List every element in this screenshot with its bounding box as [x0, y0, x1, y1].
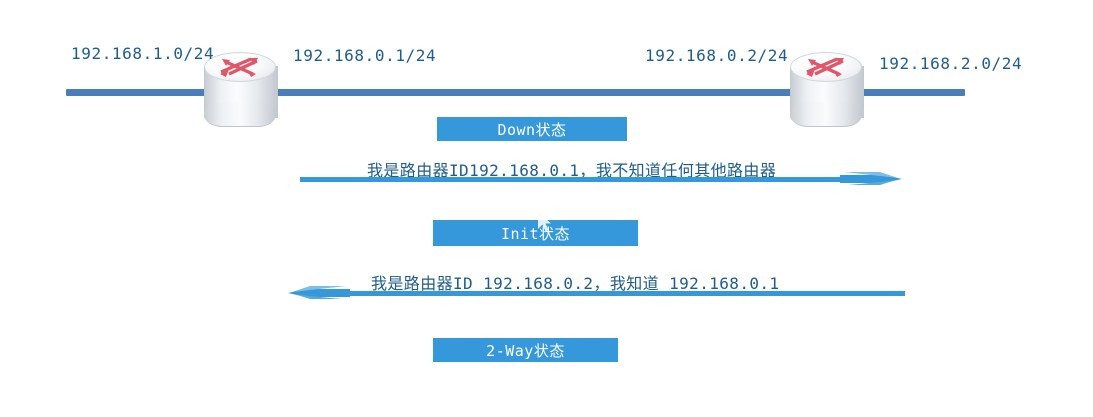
network-backbone-line [66, 89, 965, 96]
arrow-left-icon [288, 286, 350, 299]
router-icon-left[interactable] [204, 52, 278, 128]
address-label-right-inner: 192.168.0.2/24 [645, 46, 789, 65]
router-cross-arrows-icon [220, 57, 258, 77]
arrow-right-icon [840, 172, 902, 185]
router-icon-right[interactable] [790, 52, 864, 128]
router-cross-arrows-icon [806, 57, 844, 77]
message-arrow-shaft-2 [345, 291, 905, 296]
message-label-1: 我是路由器ID192.168.0.1，我不知道任何其他路由器 [367, 161, 777, 180]
message-arrow-shaft-1 [300, 177, 845, 182]
router-cylinder-bottom [204, 102, 276, 127]
address-label-left-outer: 192.168.1.0/24 [71, 44, 215, 63]
router-cylinder-bottom [790, 102, 862, 127]
state-badge-2way[interactable]: 2-Way状态 [433, 338, 618, 362]
state-badge-init[interactable]: Init状态 [433, 220, 638, 246]
message-label-2: 我是路由器ID 192.168.0.2，我知道 192.168.0.1 [371, 274, 780, 293]
state-badge-down[interactable]: Down状态 [437, 117, 627, 141]
address-label-left-inner: 192.168.0.1/24 [293, 46, 437, 65]
address-label-right-outer: 192.168.2.0/24 [879, 54, 1023, 73]
